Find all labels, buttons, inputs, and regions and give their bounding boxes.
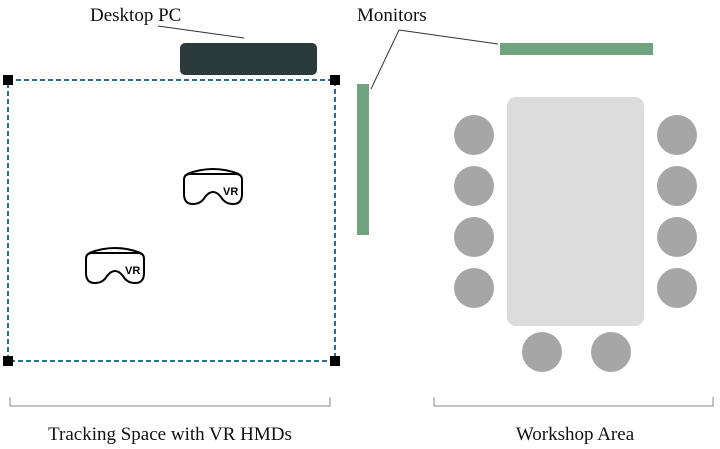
chair-right-2 (657, 166, 697, 206)
vr-headset-icon: VR (85, 247, 145, 285)
chair-left-2 (454, 166, 494, 206)
tracking-space-bracket (9, 397, 331, 407)
chair-left-4 (454, 268, 494, 308)
desktop-pc (180, 43, 317, 75)
svg-text:VR: VR (125, 265, 140, 277)
monitors-leader-line-left (370, 29, 400, 90)
chair-left-3 (454, 217, 494, 257)
chair-right-3 (657, 217, 697, 257)
chair-right-1 (657, 115, 697, 155)
tracking-space-label: Tracking Space with VR HMDs (48, 424, 292, 445)
svg-text:VR: VR (223, 186, 238, 198)
tracker-corner-bottom-right (330, 356, 340, 366)
tracker-corner-top-left (3, 75, 13, 85)
monitor-vertical (357, 84, 369, 235)
chair-bottom-2 (591, 332, 631, 372)
chair-bottom-1 (522, 332, 562, 372)
chair-left-1 (454, 115, 494, 155)
workshop-area-label: Workshop Area (516, 424, 635, 445)
desktop-pc-label: Desktop PC (90, 5, 181, 26)
monitors-label: Monitors (357, 5, 427, 26)
chair-right-4 (657, 268, 697, 308)
workshop-area-bracket (433, 397, 714, 407)
tracking-space-border (7, 79, 336, 362)
monitor-horizontal (500, 43, 653, 55)
workshop-table (507, 97, 644, 326)
tracker-corner-top-right (330, 75, 340, 85)
monitors-leader-line-right (398, 29, 499, 45)
desktop-pc-leader-line (157, 25, 245, 39)
vr-headset-icon: VR (183, 168, 243, 206)
tracker-corner-bottom-left (3, 356, 13, 366)
